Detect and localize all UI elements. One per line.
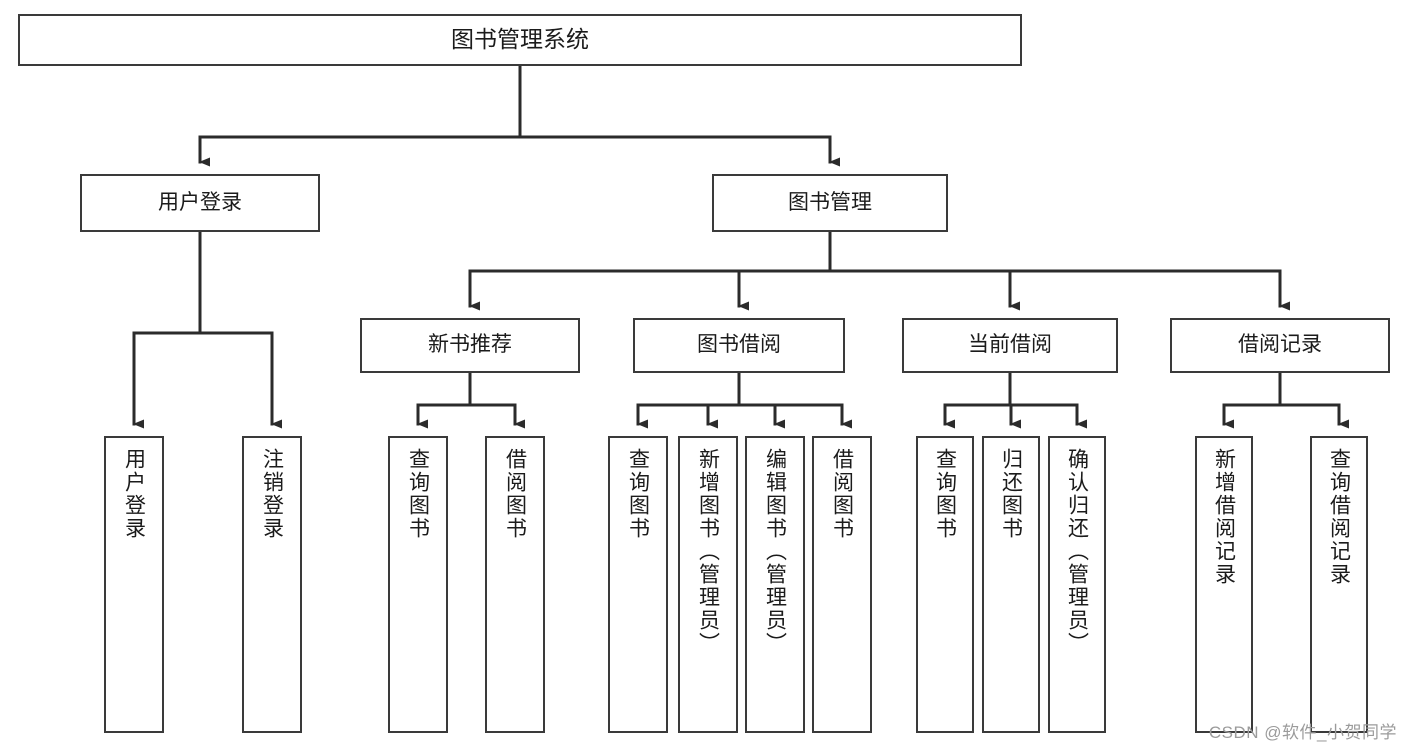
node-new-book-recommend-label: 新书推荐 bbox=[428, 333, 512, 357]
leaf-query-book-nbr[interactable]: 查询图书 bbox=[388, 436, 448, 733]
leaf-query-book-bb-label: 查询图书 bbox=[626, 448, 650, 540]
leaf-logout[interactable]: 注销登录 bbox=[242, 436, 302, 733]
leaf-return-book[interactable]: 归还图书 bbox=[982, 436, 1040, 733]
csdn-watermark: CSDN @软件_小贺同学 bbox=[1208, 723, 1397, 742]
node-borrow-record[interactable]: 借阅记录 bbox=[1170, 318, 1390, 373]
leaf-user-login-label: 用户登录 bbox=[122, 448, 146, 540]
node-new-book-recommend[interactable]: 新书推荐 bbox=[360, 318, 580, 373]
leaf-borrow-book-nbr-label: 借阅图书 bbox=[503, 448, 527, 540]
node-current-borrow[interactable]: 当前借阅 bbox=[902, 318, 1118, 373]
leaf-confirm-return-admin-label: 确认归还（管理员） bbox=[1065, 448, 1089, 655]
leaf-query-book-nbr-label: 查询图书 bbox=[406, 448, 430, 540]
leaf-borrow-book-nbr[interactable]: 借阅图书 bbox=[485, 436, 545, 733]
leaf-return-book-label: 归还图书 bbox=[999, 448, 1023, 540]
leaf-confirm-return-admin[interactable]: 确认归还（管理员） bbox=[1048, 436, 1106, 733]
leaf-borrow-book-bb-label: 借阅图书 bbox=[830, 448, 854, 540]
leaf-user-login[interactable]: 用户登录 bbox=[104, 436, 164, 733]
leaf-query-borrow-record[interactable]: 查询借阅记录 bbox=[1310, 436, 1368, 733]
node-root-label: 图书管理系统 bbox=[451, 26, 589, 53]
node-borrow-record-label: 借阅记录 bbox=[1238, 333, 1322, 357]
node-book-borrow-label: 图书借阅 bbox=[697, 333, 781, 357]
leaf-edit-book-admin[interactable]: 编辑图书（管理员） bbox=[745, 436, 805, 733]
leaf-add-borrow-record-label: 新增借阅记录 bbox=[1212, 448, 1236, 586]
node-user-login-label: 用户登录 bbox=[158, 190, 242, 214]
leaf-borrow-book-bb[interactable]: 借阅图书 bbox=[812, 436, 872, 733]
leaf-add-book-admin-label: 新增图书（管理员） bbox=[696, 448, 720, 655]
node-book-management-label: 图书管理 bbox=[788, 190, 872, 214]
leaf-query-book-cb-label: 查询图书 bbox=[933, 448, 957, 540]
leaf-query-book-cb[interactable]: 查询图书 bbox=[916, 436, 974, 733]
node-user-login[interactable]: 用户登录 bbox=[80, 174, 320, 232]
node-current-borrow-label: 当前借阅 bbox=[968, 333, 1052, 357]
leaf-add-borrow-record[interactable]: 新增借阅记录 bbox=[1195, 436, 1253, 733]
node-book-borrow[interactable]: 图书借阅 bbox=[633, 318, 845, 373]
node-book-management[interactable]: 图书管理 bbox=[712, 174, 948, 232]
leaf-add-book-admin[interactable]: 新增图书（管理员） bbox=[678, 436, 738, 733]
node-root[interactable]: 图书管理系统 bbox=[18, 14, 1022, 66]
leaf-query-borrow-record-label: 查询借阅记录 bbox=[1327, 448, 1351, 586]
leaf-edit-book-admin-label: 编辑图书（管理员） bbox=[763, 448, 787, 655]
leaf-query-book-bb[interactable]: 查询图书 bbox=[608, 436, 668, 733]
leaf-logout-label: 注销登录 bbox=[260, 448, 284, 540]
